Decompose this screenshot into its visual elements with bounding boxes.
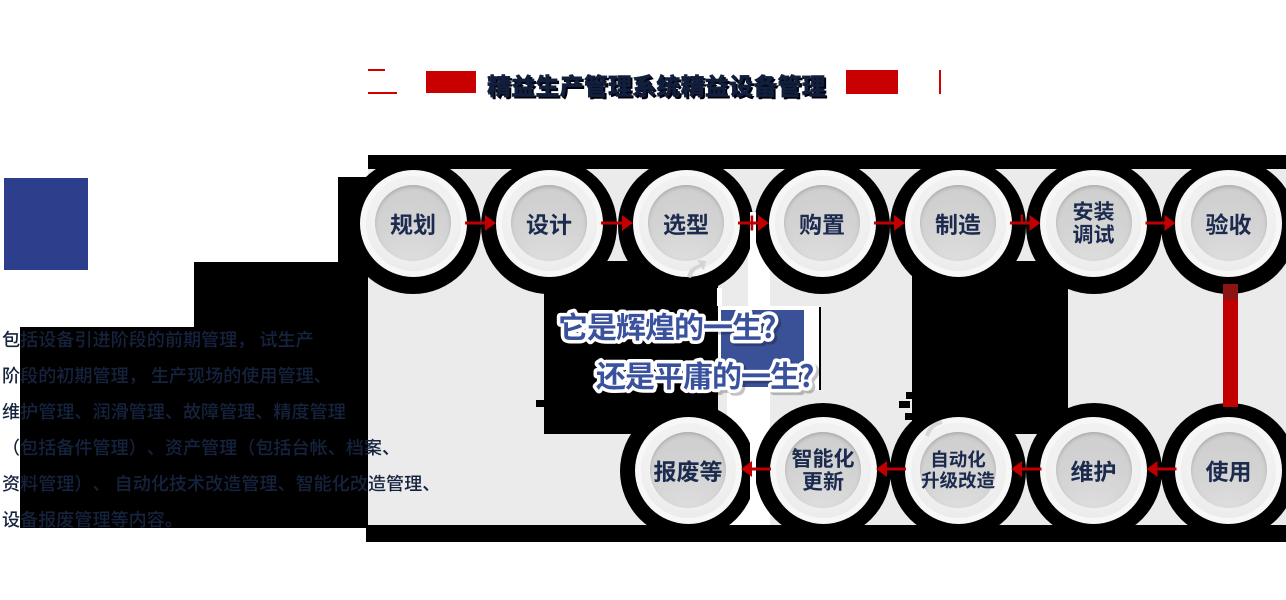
svg-text:还是平庸的一生?: 还是平庸的一生?	[599, 355, 816, 399]
svg-text:它是辉煌的一生?: 它是辉煌的一生?	[558, 303, 775, 347]
svg-text:它是辉煌的一生?: 它是辉煌的一生?	[561, 306, 778, 350]
svg-text:还是平庸的一生?: 还是平庸的一生?	[596, 352, 813, 396]
